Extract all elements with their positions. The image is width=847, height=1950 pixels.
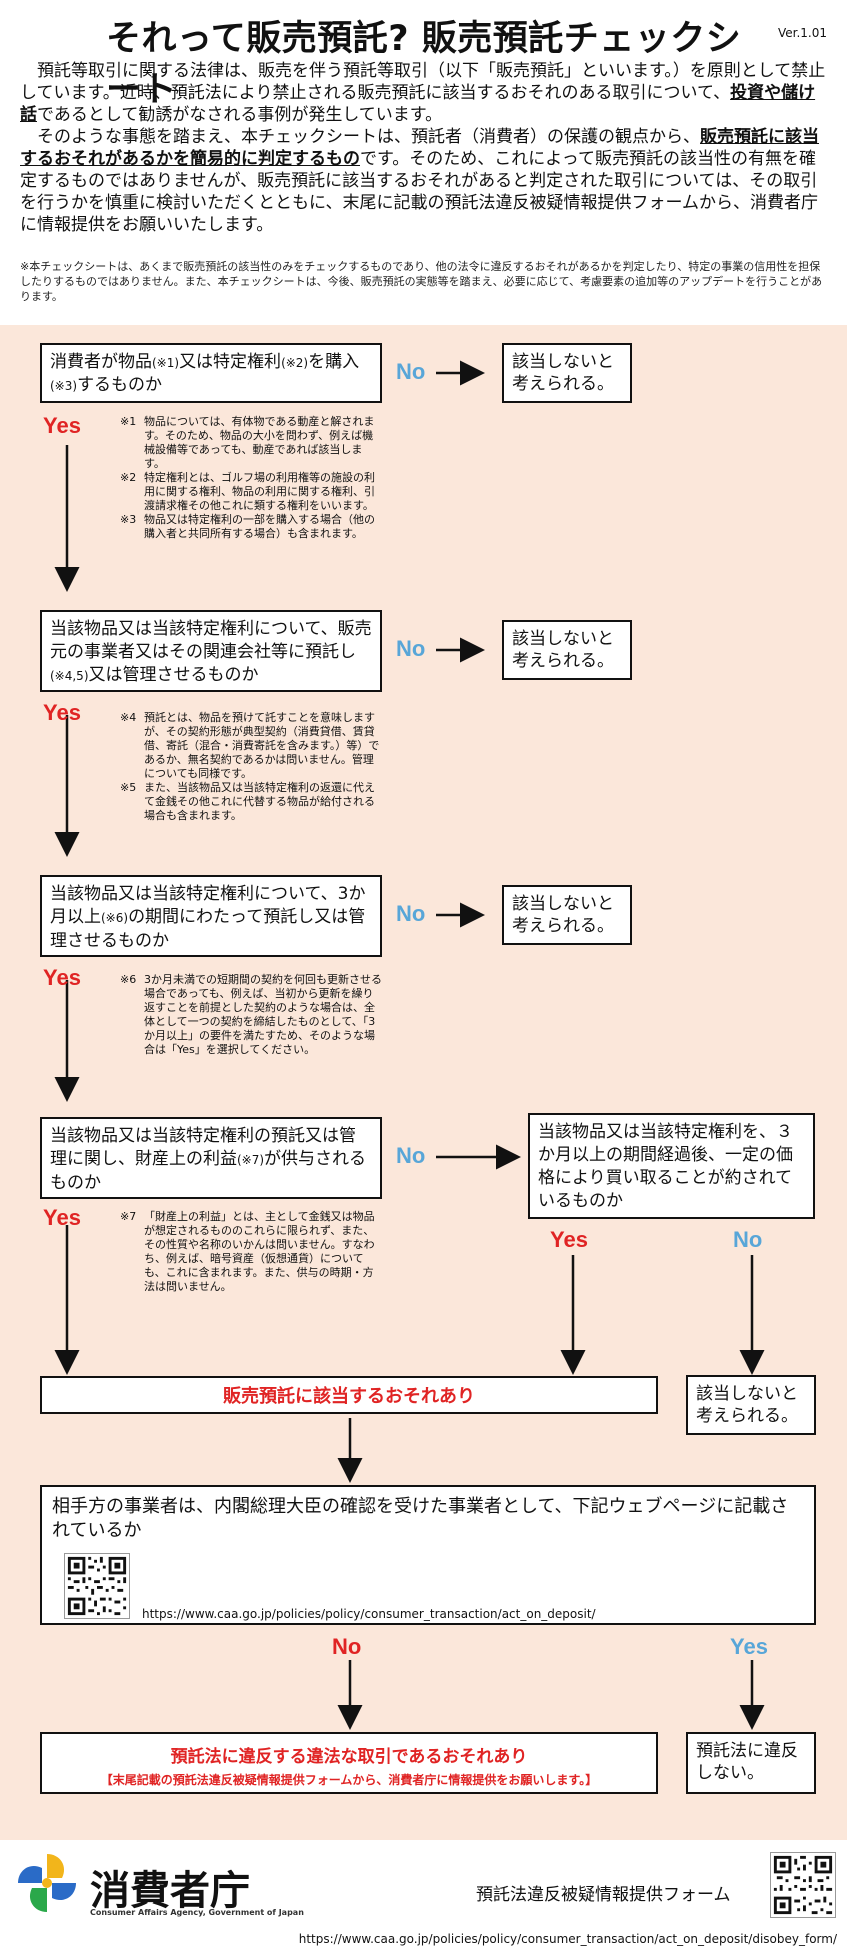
violation-main-text: 預託法に違反する違法な取引であるおそれあり [170,1747,528,1767]
header: それって販売預託? 販売預託チェックシート Ver.1.01 預託等取引に関する… [0,0,847,325]
question-4: 当該物品又は当該特定権利の預託又は管理に関し、財産上の利益(※7)が供与されるも… [40,1117,382,1199]
q3-no-label: No [396,901,426,926]
q1-not-applicable: 該当しないと考えられる。 [502,343,632,403]
qr-code-icon[interactable] [64,1553,130,1619]
q1-no-label: No [396,359,426,384]
web-yes-label: Yes [730,1634,768,1659]
question-1: 消費者が物品(※1)又は特定権利(※2)を購入(※3)するものか [40,343,382,403]
caa-logo-text: 消費者庁 [90,1867,250,1914]
form-qr-code-icon[interactable] [770,1852,836,1918]
q4b-no-label: No [733,1227,763,1252]
intro-text: 預託等取引に関する法律は、販売を伴う預託等取引（以下「販売預託」といいます。）を… [20,60,827,236]
caa-logo-icon [18,1854,76,1912]
report-form-label: 預託法違反被疑情報提供フォーム [476,1885,731,1905]
version-label: Ver.1.01 [777,26,827,40]
q2-yes-label: Yes [43,700,81,725]
q3-not-applicable: 該当しないと考えられる。 [502,885,632,945]
question-2: 当該物品又は当該特定権利について、販売元の事業者又はその関連会社等に預託し(※4… [40,610,382,692]
q4b-not-applicable: 該当しないと考えられる。 [686,1375,816,1435]
report-form-url[interactable]: https://www.caa.go.jp/policies/policy/co… [298,1932,837,1946]
notes-4: ※7「財産上の利益」とは、主として金銭又は物品が想定されるもののこれらに限られず… [120,1210,382,1294]
q2-not-applicable: 該当しないと考えられる。 [502,620,632,680]
web-no-label: No [332,1634,362,1659]
web-check-url[interactable]: https://www.caa.go.jp/policies/policy/co… [142,1607,596,1621]
result-violation: 預託法に違反する違法な取引であるおそれあり 【末尾記載の預託法違反被疑情報提供フ… [40,1732,658,1794]
web-check-text: 相手方の事業者は、内閣総理大臣の確認を受けた事業者として、下記ウェブページに記載… [52,1496,789,1541]
note-item-7: ※7「財産上の利益」とは、主として金銭又は物品が想定されるもののこれらに限られず… [120,1210,375,1293]
result-no-violation: 預託法に違反しない。 [686,1732,816,1794]
violation-sub-text: 【末尾記載の預託法違反被疑情報提供フォームから、消費者庁に情報提供をお願いします… [100,1773,598,1787]
page-title: それって販売預託? 販売預託チェックシート [106,19,742,110]
intro-paragraph-2: そのような事態を踏まえ、本チェックシートは、預託者（消費者）の保護の観点から、販… [20,127,819,235]
intro-paragraph-1: 預託等取引に関する法律は、販売を伴う預託等取引（以下「販売預託」といいます。）を… [20,61,826,125]
flowchart: 消費者が物品(※1)又は特定権利(※2)を購入(※3)するものか No 該当しな… [0,325,847,1840]
result-likely-sales-deposit: 販売預託に該当するおそれあり [40,1376,658,1414]
footer: 消費者庁 Consumer Affairs Agency, Government… [0,1840,847,1950]
q2-no-label: No [396,636,426,661]
disclaimer-note: ※本チェックシートは、あくまで販売預託の該当性のみをチェックするものであり、他の… [20,260,823,303]
q3-yes-label: Yes [43,965,81,990]
q4-no-label: No [396,1143,426,1168]
q1-yes-label: Yes [43,413,81,438]
caa-logo-subtitle: Consumer Affairs Agency, Government of J… [90,1908,304,1917]
q4b-yes-label: Yes [550,1227,588,1252]
web-check-question: 相手方の事業者は、内閣総理大臣の確認を受けた事業者として、下記ウェブページに記載… [40,1485,816,1625]
question-3: 当該物品又は当該特定権利について、3か月以上(※6)の期間にわたって預託し又は管… [40,875,382,957]
question-4b: 当該物品又は当該特定権利を、３か月以上の期間経過後、一定の価格により買い取ること… [528,1113,815,1219]
q4-yes-label: Yes [43,1205,81,1230]
